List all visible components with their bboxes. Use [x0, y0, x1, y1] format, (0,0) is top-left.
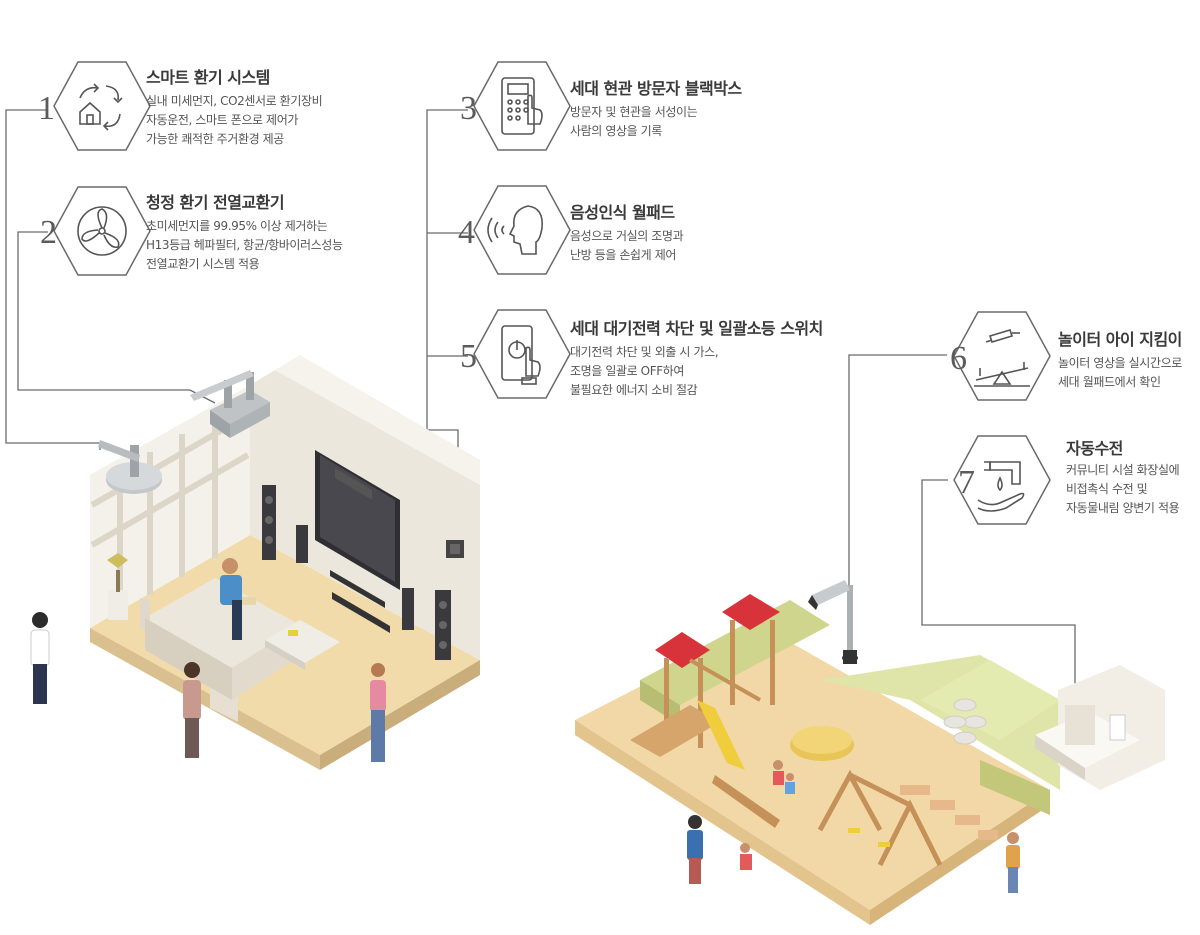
description-line: 방문자 및 현관을 서성이는	[570, 105, 698, 119]
feature-title: 음성인식 월패드	[570, 203, 675, 222]
ventilation-unit	[98, 370, 270, 494]
feature-description: 놀이터 영상을 실시간으로 세대 월패드에서 확인	[1058, 354, 1182, 392]
feature-number: 7	[958, 464, 975, 501]
description-line: 실내 미세먼지, CO2센서로 환기장비	[146, 94, 323, 108]
hex-badge	[50, 183, 154, 279]
restroom-building	[1035, 665, 1165, 790]
description-line: 조명을 일괄로 OFF하여	[570, 364, 684, 378]
feature-number: 6	[950, 340, 967, 377]
feature-title: 세대 현관 방문자 블랙박스	[570, 79, 742, 98]
feature-number: 2	[40, 214, 57, 251]
description-line: 불필요한 에너지 소비 절감	[570, 383, 698, 397]
description-line: 초미세먼지를 99.95% 이상 제거하는	[146, 219, 328, 233]
description-line: 대기전력 차단 및 외출 시 가스,	[570, 345, 719, 359]
feature-title: 놀이터 아이 지킴이	[1058, 330, 1182, 349]
woman-standing-left	[30, 612, 50, 704]
description-line: 자동물내림 양변기 적용	[1066, 501, 1180, 515]
feature-description: 방문자 및 현관을 서성이는 사람의 영상을 기록	[570, 103, 698, 141]
play-tower-2	[689, 594, 780, 705]
hex-badge	[950, 432, 1054, 528]
description-line: 커뮤니티 시설 화장실에	[1066, 463, 1180, 477]
description-line: 난방 등을 손쉽게 제어	[570, 248, 677, 262]
hex-badge	[950, 308, 1054, 404]
arrows-house-icon	[53, 61, 151, 151]
girl-phone	[370, 663, 386, 762]
fan-icon	[53, 186, 151, 276]
feature-title: 세대 대기전력 차단 및 일괄소등 스위치	[570, 319, 823, 338]
description-line: H13등급 헤파필터, 항균/항바이러스성능	[146, 238, 343, 252]
hex-badge	[470, 182, 574, 278]
description-line: 가능한 쾌적한 주거환경 제공	[146, 132, 284, 146]
hex-badge	[470, 306, 574, 402]
voice-face-icon	[473, 185, 571, 275]
description-line: 전열교환기 시스템 적용	[146, 257, 260, 271]
feature-description: 음성으로 거실의 조명과 난방 등을 손쉽게 제어	[570, 227, 684, 265]
seesaw-camera-icon	[953, 311, 1051, 401]
description-line: 세대 월패드에서 확인	[1058, 375, 1161, 389]
feature-title: 스마트 환기 시스템	[146, 68, 270, 87]
feature-number: 1	[38, 90, 55, 127]
feature-title: 자동수전	[1066, 439, 1123, 458]
feature-title: 청정 환기 전열교환기	[146, 193, 285, 212]
description-line: 음성으로 거실의 조명과	[570, 229, 684, 243]
hex-badge	[470, 58, 574, 154]
woman-center	[183, 662, 201, 758]
feature-number: 4	[458, 214, 475, 251]
description-line: 자동운전, 스마트 폰으로 제어가	[146, 113, 298, 127]
faucet-hand-icon	[953, 435, 1051, 525]
hex-badge	[50, 58, 154, 154]
playground-illustration	[575, 580, 1165, 925]
power-switch-icon	[473, 309, 571, 399]
feature-number: 3	[460, 90, 477, 127]
feature-description: 커뮤니티 시설 화장실에 비접촉식 수전 및 자동물내림 양변기 적용	[1066, 461, 1180, 518]
feature-description: 실내 미세먼지, CO2센서로 환기장비 자동운전, 스마트 폰으로 제어가 가…	[146, 92, 323, 149]
description-line: 비접촉식 수전 및	[1066, 482, 1148, 496]
man-on-sofa	[220, 558, 256, 640]
keypad-touch-icon	[473, 61, 571, 151]
description-line: 사람의 영상을 기록	[570, 124, 662, 138]
feature-number: 5	[460, 338, 477, 375]
feature-description: 초미세먼지를 99.95% 이상 제거하는 H13등급 헤파필터, 항균/항바이…	[146, 217, 343, 274]
feature-description: 대기전력 차단 및 외출 시 가스, 조명을 일괄로 OFF하여 불필요한 에너…	[570, 343, 719, 400]
description-line: 놀이터 영상을 실시간으로	[1058, 356, 1182, 370]
living-room-illustration	[30, 355, 480, 770]
